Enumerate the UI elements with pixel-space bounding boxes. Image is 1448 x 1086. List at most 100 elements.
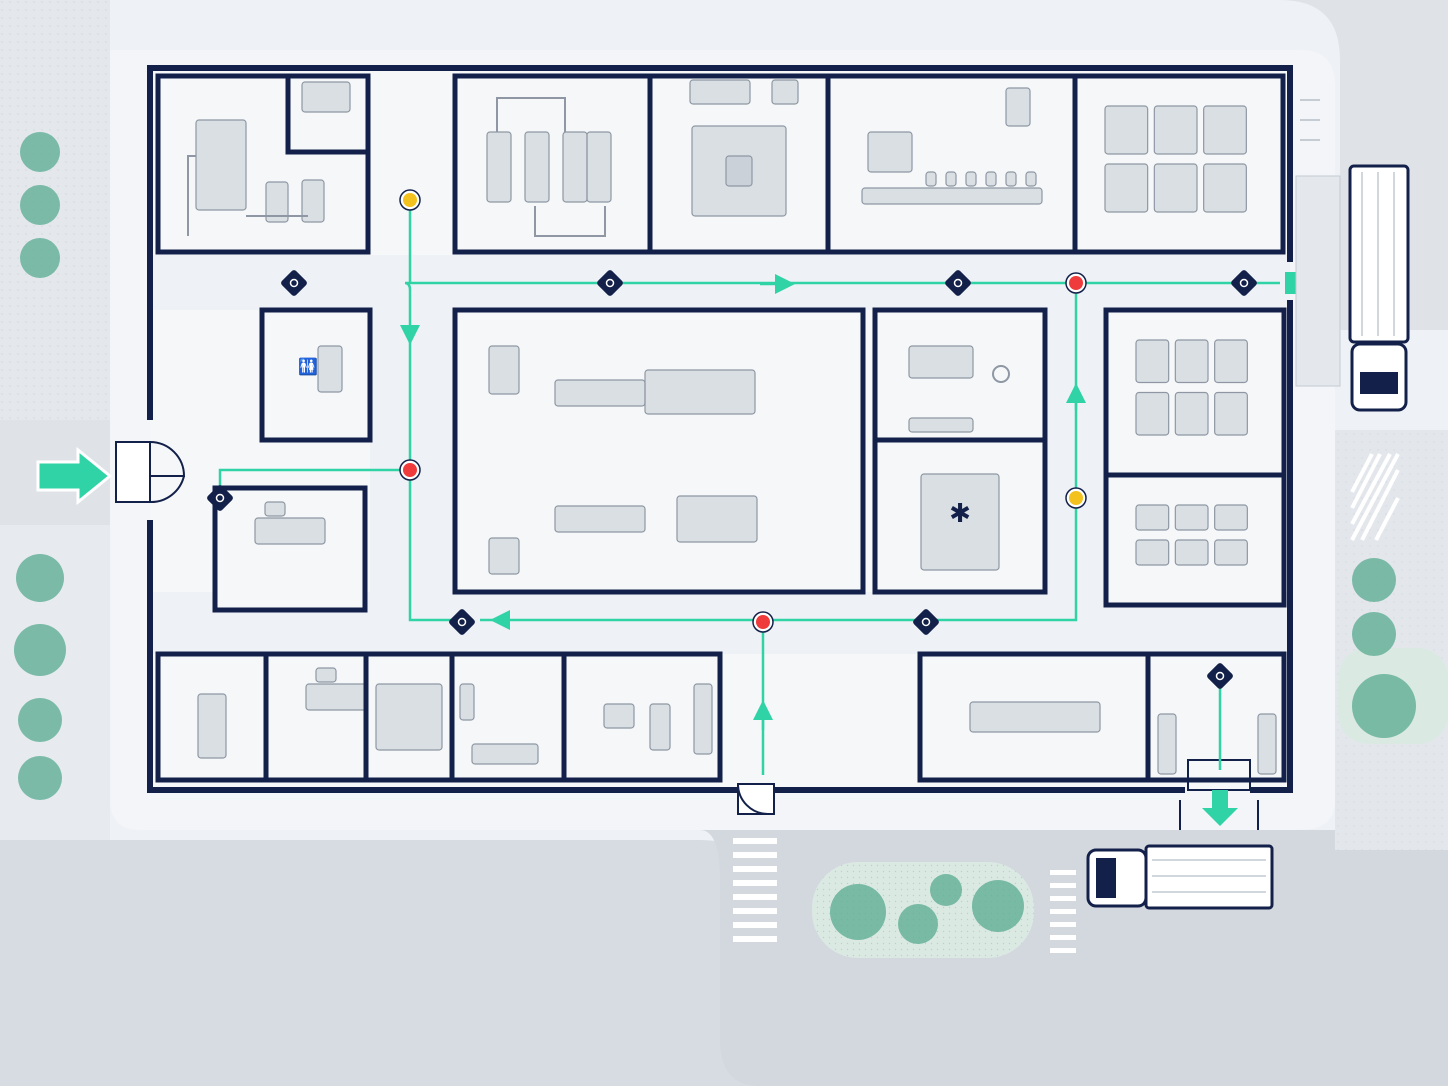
tree-icon: [20, 238, 60, 278]
storage-rack: [1174, 339, 1209, 384]
meeting-table: [197, 693, 227, 759]
room-reception: [212, 485, 368, 613]
production-machine: [676, 495, 758, 543]
diamond-node-icon[interactable]: [1206, 662, 1234, 690]
red-dot-icon[interactable]: [1065, 272, 1087, 294]
package: [965, 171, 977, 187]
tank-small: [301, 179, 325, 223]
room-lab: [872, 307, 1048, 443]
tree-icon: [1352, 674, 1416, 738]
tree-icon: [1352, 612, 1396, 656]
shelf: [1005, 87, 1031, 127]
desk: [254, 517, 326, 545]
process-vessel: [524, 131, 550, 203]
crosswalk-dock: [1050, 870, 1076, 953]
trees: [14, 132, 1416, 944]
production-line: [554, 379, 646, 407]
workbench: [689, 79, 751, 105]
diamond-node-icon[interactable]: [596, 269, 624, 297]
storage-rack: [1135, 391, 1170, 436]
package: [945, 171, 957, 187]
lab-shelf: [908, 417, 974, 433]
room-meeting-room: [155, 651, 269, 783]
hatch-east: [1350, 453, 1400, 541]
storage-rack: [1104, 105, 1149, 155]
dock-shelf: [1157, 713, 1177, 775]
room-process-room: [452, 73, 653, 255]
process-vessel: [486, 131, 512, 203]
storage-rack: [1214, 391, 1248, 436]
tree-icon: [14, 624, 66, 676]
diamond-node-icon[interactable]: [206, 484, 234, 512]
storage-rack: [1214, 504, 1248, 531]
tree-icon: [20, 132, 60, 172]
sink: [317, 345, 343, 393]
tree-icon: [830, 884, 886, 940]
storage-rack: [1135, 539, 1170, 566]
red-dot-icon[interactable]: [399, 459, 421, 481]
room-packaging-line: [825, 73, 1078, 255]
control-panel: [488, 537, 520, 575]
lab-bench: [908, 345, 974, 379]
lockers: [301, 81, 351, 113]
diamond-node-icon[interactable]: [280, 269, 308, 297]
room-office-1: [263, 651, 377, 783]
red-dot-icon[interactable]: [752, 611, 774, 633]
restroom-icon: 🚻: [298, 357, 318, 376]
room-warehouse-north: [1072, 73, 1286, 255]
diamond-node-icon[interactable]: [1230, 269, 1258, 297]
microscope-icon: [992, 365, 1010, 383]
room-lounge: [449, 651, 567, 783]
asterisk-icon: ✱: [949, 499, 971, 529]
room-conference-room: [917, 651, 1151, 783]
production-line: [554, 505, 646, 533]
sofa: [471, 743, 539, 765]
package: [985, 171, 997, 187]
machine-core: [725, 155, 753, 187]
package: [925, 171, 937, 187]
control-panel: [488, 345, 520, 395]
diamond-node-icon[interactable]: [944, 269, 972, 297]
room-staff-utility: [285, 73, 371, 155]
dock-shelf: [1257, 713, 1277, 775]
yellow-dot-icon[interactable]: [399, 189, 421, 211]
process-vessel: [562, 131, 588, 203]
storage-rack: [1214, 539, 1248, 566]
tree-icon: [18, 698, 62, 742]
tree-icon: [16, 554, 64, 602]
storage-rack: [1203, 105, 1247, 155]
machine-unit: [691, 125, 787, 217]
tree-icon: [972, 880, 1024, 932]
chair: [315, 667, 337, 683]
storage-rack: [1135, 339, 1170, 384]
fridge: [649, 703, 671, 751]
kitchen-counter: [603, 703, 635, 729]
road-south: [700, 830, 1448, 1086]
room-clean-room: ✱: [872, 437, 1048, 595]
room-storage-south-east: [1103, 472, 1287, 608]
storage-rack: [1174, 504, 1209, 531]
south-exit-door[interactable]: [737, 783, 775, 815]
tree-icon: [930, 874, 962, 906]
package: [1025, 171, 1037, 187]
yellow-dot-icon[interactable]: [1065, 487, 1087, 509]
crosswalk-south: [733, 838, 777, 942]
packing-station: [867, 131, 913, 173]
storage-rack: [1135, 504, 1170, 531]
room-production-hall: [452, 307, 866, 595]
room-storage-east: [1103, 307, 1287, 478]
tree-icon: [20, 185, 60, 225]
tank-small: [265, 181, 289, 223]
exit-arrow-south: [1202, 790, 1238, 826]
storage-rack: [1104, 163, 1149, 213]
clean-chamber: [920, 473, 1000, 571]
storage-rack: [1153, 105, 1198, 155]
tree-icon: [18, 756, 62, 800]
cabinet: [693, 683, 713, 755]
main-entrance[interactable]: [115, 441, 186, 504]
diamond-node-icon[interactable]: [912, 608, 940, 636]
chair: [264, 501, 286, 517]
diamond-node-icon[interactable]: [448, 608, 476, 636]
